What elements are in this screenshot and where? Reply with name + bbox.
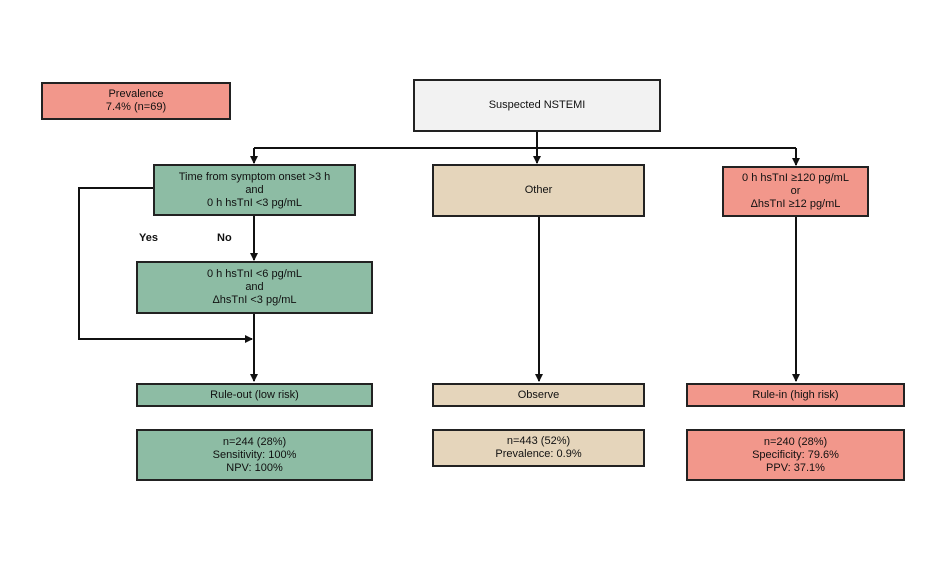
left-criterion-line3: 0 h hsTnI <3 pg/mL — [206, 196, 303, 209]
rule-out-stats-line2: Sensitivity: 100% — [212, 448, 297, 461]
right-criterion-box: 0 h hsTnI ≥120 pg/mL or ΔhsTnI ≥12 pg/mL — [722, 166, 869, 217]
prevalence-box: Prevalence 7.4% (n=69) — [41, 82, 231, 120]
no-label: No — [217, 232, 232, 244]
middle-criterion-box: Other — [432, 164, 645, 217]
rule-out-box: Rule-out (low risk) — [136, 383, 373, 407]
left-second-criterion-line3: ΔhsTnI <3 pg/mL — [212, 294, 297, 306]
left-criterion-line1: Time from symptom onset >3 h — [178, 170, 331, 183]
right-criterion-line3: ΔhsTnI ≥12 pg/mL — [750, 198, 841, 210]
rule-in-stats-box: n=240 (28%) Specificity: 79.6% PPV: 37.1… — [686, 429, 905, 481]
yes-label: Yes — [139, 232, 158, 244]
rule-in-box: Rule-in (high risk) — [686, 383, 905, 407]
left-criterion-box: Time from symptom onset >3 h and 0 h hsT… — [153, 164, 356, 216]
rule-in-stats-line2: Specificity: 79.6% — [752, 448, 839, 461]
right-criterion-line1: 0 h hsTnI ≥120 pg/mL — [742, 172, 849, 184]
left-second-criterion-line2: and — [245, 281, 264, 293]
root-label: Suspected NSTEMI — [488, 99, 586, 111]
observe-stats-line1: n=443 (52%) — [506, 435, 571, 447]
rule-out-stats-line1: n=244 (28%) — [222, 435, 287, 448]
middle-criterion-label: Other — [524, 184, 553, 196]
prevalence-value: 7.4% (n=69) — [105, 101, 167, 113]
left-second-criterion-box: 0 h hsTnI <6 pg/mL and ΔhsTnI <3 pg/mL — [136, 261, 373, 314]
observe-stats-line2: Prevalence: 0.9% — [495, 448, 582, 460]
right-criterion-line2: or — [790, 185, 801, 197]
observe-label: Observe — [517, 388, 560, 401]
rule-out-label: Rule-out (low risk) — [210, 388, 299, 401]
rule-in-stats-line1: n=240 (28%) — [763, 435, 828, 448]
arrow-yes-bypass — [78, 187, 253, 343]
left-criterion-line2: and — [245, 183, 264, 196]
left-second-criterion-line1: 0 h hsTnI <6 pg/mL — [206, 268, 303, 280]
rule-out-stats-line3: NPV: 100% — [226, 461, 283, 474]
observe-box: Observe — [432, 383, 645, 407]
root-box: Suspected NSTEMI — [413, 79, 661, 132]
rule-in-label: Rule-in (high risk) — [752, 388, 839, 401]
prevalence-title: Prevalence — [108, 88, 164, 100]
rule-out-stats-box: n=244 (28%) Sensitivity: 100% NPV: 100% — [136, 429, 373, 481]
rule-in-stats-line3: PPV: 37.1% — [766, 461, 825, 474]
observe-stats-box: n=443 (52%) Prevalence: 0.9% — [432, 429, 645, 467]
